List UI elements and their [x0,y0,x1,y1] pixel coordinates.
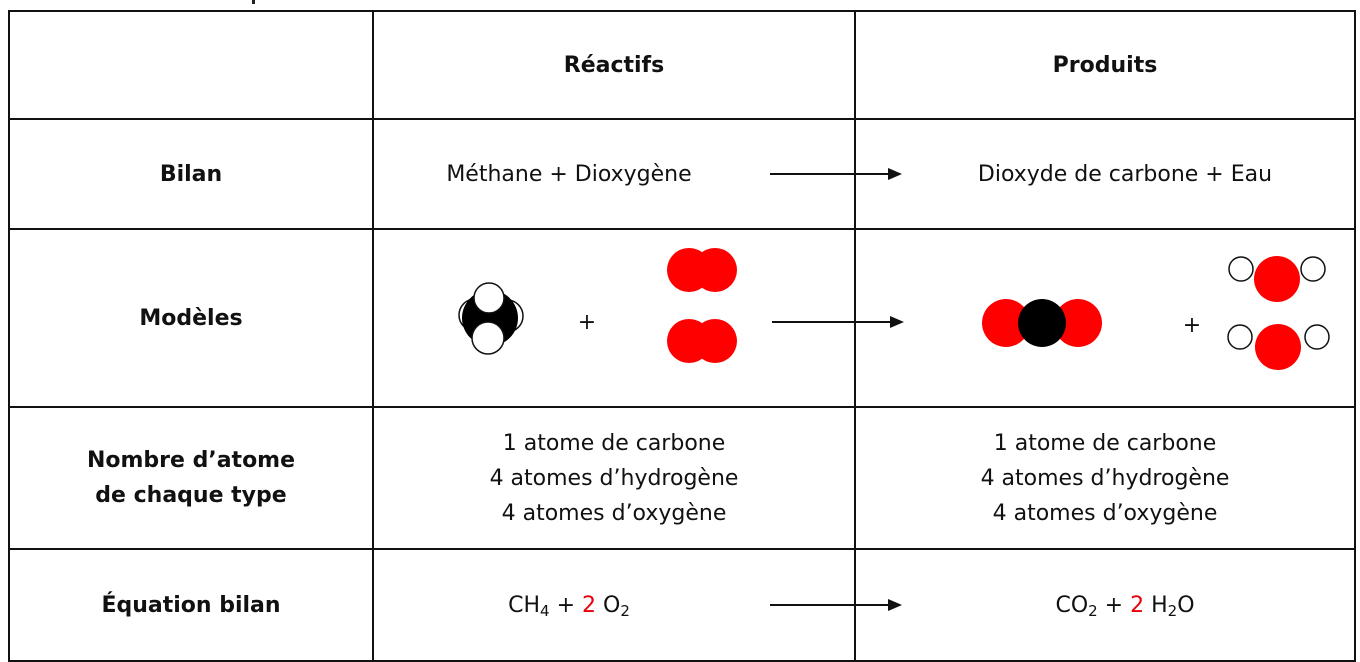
oxygen-atom [693,319,737,363]
reactant-models: + [458,248,856,363]
water-molecule-icon-bottom [1227,324,1330,370]
oxygen-atom [1054,299,1102,347]
formula-o: O [1177,592,1195,618]
equation-label: Équation bilan [8,548,374,662]
equation-produits: CO2 + 2 H2O [1055,592,1195,620]
count-oxygen-produits: 4 atomes d’oxygène [992,500,1218,526]
oxygen-atom [982,299,1030,347]
formula-ch: CH [508,592,541,618]
count-oxygen-reactifs: 4 atomes d’oxygène [501,500,727,526]
methane-molecule-icon [458,282,524,355]
top-mark [252,0,255,4]
count-carbon-reactifs: 1 atome de carbone [502,430,726,456]
atom-count-produits: 1 atome de carbone 4 atomes d’hydrogène … [854,406,1356,550]
reaction-arrow-shaft [770,173,854,175]
subscript: 2 [1088,601,1098,620]
count-hydrogen-reactifs: 4 atomes d’hydrogène [489,465,739,491]
bilan-produits-text: Dioxyde de carbone + Eau [977,161,1273,187]
reaction-arrow-head [856,168,902,180]
count-carbon-produits: 1 atome de carbone [993,430,1217,456]
models-row: Modèles + [8,228,1356,408]
dioxygen-molecule-icon-top [667,248,737,292]
atom-count-label-line2: de chaque type [95,483,287,508]
oxygen-atom [1255,324,1301,370]
product-models: + [856,256,1330,370]
carbon-dioxide-molecule-icon [982,299,1102,347]
hydrogen-atom [1300,256,1326,282]
hydrogen-atom [1228,256,1254,282]
oxygen-atom [1254,256,1300,302]
hydrogen-atom-top [473,282,505,314]
dioxygen-molecule-icon-bottom [667,319,737,363]
atom-count-reactifs: 1 atome de carbone 4 atomes d’hydrogène … [372,406,856,550]
subscript: 4 [540,601,550,620]
models-label: Modèles [8,228,374,408]
plus-sign-produits: + [1183,313,1201,338]
equation-row: Équation bilan CH4 + 2 O2 CO2 + 2 H2O [8,548,1356,662]
bilan-table: Réactifs Produits Bilan Méthane + Dioxyg… [8,10,1356,662]
bilan-row: Bilan Méthane + Dioxygène Dioxyde de car… [8,118,1356,230]
subscript: 2 [1167,601,1178,620]
header-reactifs: Réactifs [372,10,856,120]
oxygen-atom [693,248,737,292]
hydrogen-atom [1304,324,1330,350]
bilan-reactifs-cell: Méthane + Dioxygène [372,118,856,230]
hydrogen-atom-bottom [471,321,505,355]
atom-count-label: Nombre d’atome de chaque type [8,406,374,550]
bilan-label: Bilan [8,118,374,230]
models-produits-cell: + [854,228,1356,408]
coefficient: 2 [1130,592,1145,618]
equation-reactifs: CH4 + 2 O2 [508,592,630,620]
water-molecule-icon-top [1228,256,1326,302]
reaction-arrow-head-models [890,316,904,328]
hydrogen-atom [1227,324,1253,350]
header-produits: Produits [854,10,1356,120]
subscript: 2 [620,601,630,620]
formula-co: CO [1055,592,1089,618]
header-empty-cell [8,10,374,120]
carbon-atom [1018,299,1066,347]
formula-o: O [596,592,621,618]
header-row: Réactifs Produits [8,10,1356,120]
plus-sign: + [549,592,582,618]
coefficient: 2 [582,592,596,618]
bilan-reactifs-text: Méthane + Dioxygène [446,161,692,187]
equation-produits-cell: CO2 + 2 H2O [854,548,1356,662]
bilan-produits-cell: Dioxyde de carbone + Eau [854,118,1356,230]
equation-arrow-head [856,599,902,611]
count-hydrogen-produits: 4 atomes d’hydrogène [980,465,1230,491]
models-reactifs-cell: + [372,228,856,408]
equation-arrow-shaft [770,604,854,606]
atom-count-label-line1: Nombre d’atome [86,448,296,473]
plus-sign: + [1097,592,1131,618]
plus-sign-reactifs: + [578,310,596,335]
equation-reactifs-cell: CH4 + 2 O2 [372,548,856,662]
atom-count-row: Nombre d’atome de chaque type 1 atome de… [8,406,1356,550]
formula-h: H [1144,592,1168,618]
